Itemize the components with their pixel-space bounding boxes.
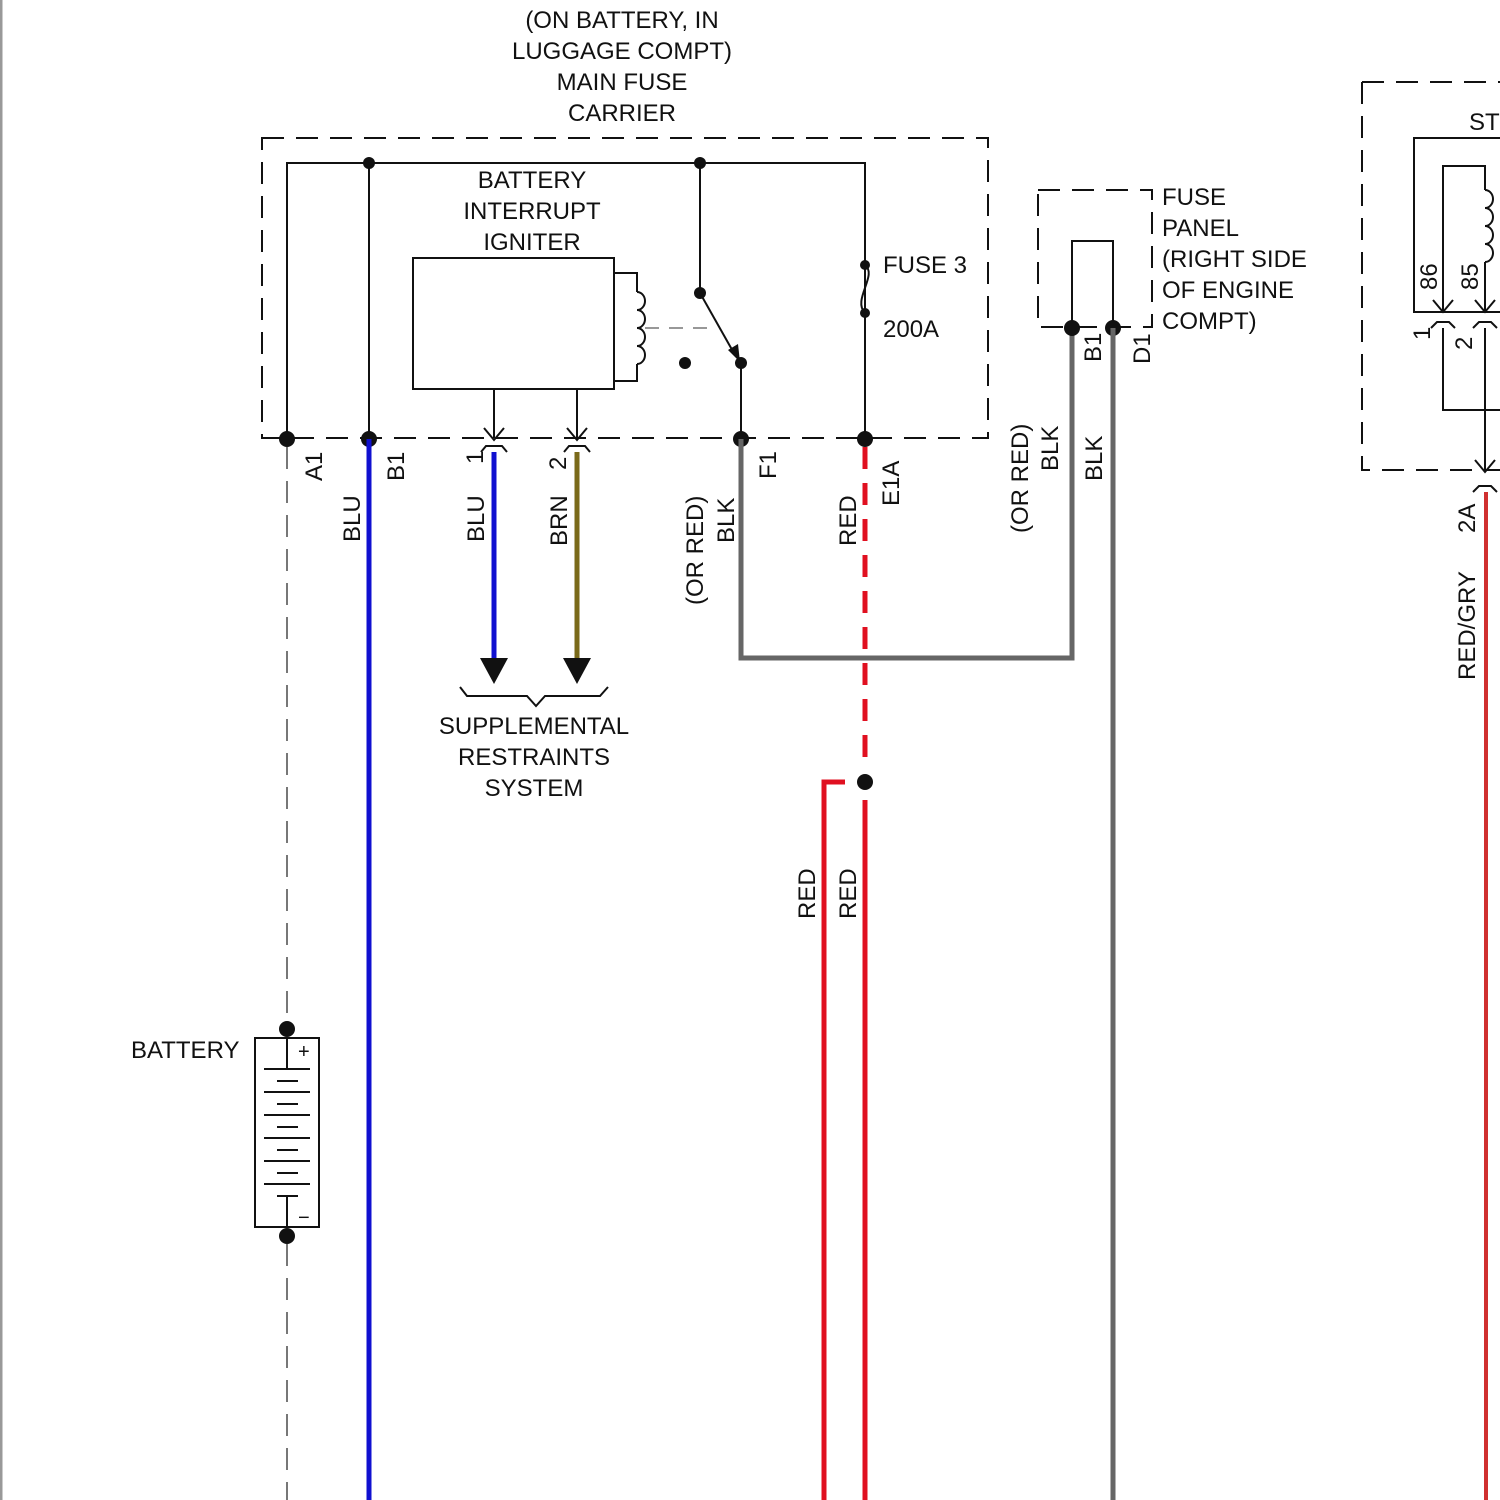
pin-label-d1: D1 xyxy=(1129,333,1156,364)
pin-dot xyxy=(857,431,873,447)
pin-label-a1: A1 xyxy=(301,452,328,481)
wire-label-blk: BLK xyxy=(713,498,740,543)
splice-dot xyxy=(857,774,873,790)
fuse-rating: 200A xyxy=(883,316,939,343)
main-fuse-carrier-boundary xyxy=(262,138,988,438)
title-line: MAIN FUSE xyxy=(557,69,688,96)
connector-arrow-icon xyxy=(1431,300,1497,328)
title-line: (ON BATTERY, IN xyxy=(525,7,718,34)
fuse-panel-jumper xyxy=(1072,241,1113,328)
svg-text:IGNITER: IGNITER xyxy=(483,229,580,256)
srs-label: SUPPLEMENTAL RESTRAINTS SYSTEM xyxy=(439,713,629,802)
svg-text:PANEL: PANEL xyxy=(1162,215,1239,242)
svg-text:COMPT): COMPT) xyxy=(1162,308,1257,335)
fuse-panel-label: FUSE PANEL (RIGHT SIDE OF ENGINE COMPT) xyxy=(1162,184,1307,335)
relay-pin-86: 86 xyxy=(1416,263,1443,290)
svg-text:BATTERY: BATTERY xyxy=(478,167,586,194)
wire-label-blu: BLU xyxy=(339,495,366,542)
arrow-down-icon xyxy=(563,658,591,684)
wire-label-red-gry: RED/GRY xyxy=(1454,571,1481,680)
switch-icon xyxy=(679,287,747,438)
arrow-down-icon xyxy=(480,658,508,684)
igniter-label: BATTERY INTERRUPT IGNITER xyxy=(463,167,601,256)
wire-label-red-right: RED xyxy=(835,868,862,919)
battery-plus: + xyxy=(298,1041,310,1063)
pin-label-b1: B1 xyxy=(1080,333,1107,362)
svg-text:INTERRUPT: INTERRUPT xyxy=(463,198,601,225)
wire-label-blk-d1: BLK xyxy=(1081,436,1108,481)
fuse-panel-boundary xyxy=(1038,190,1152,327)
connector-arrow-icon xyxy=(481,428,590,452)
connector-pin-1: 1 xyxy=(1409,327,1436,340)
wire-label-or-red: (OR RED) xyxy=(682,496,709,605)
main-fuse-carrier-title: (ON BATTERY, IN LUGGAGE COMPT) MAIN FUSE… xyxy=(512,7,732,127)
coil-icon xyxy=(614,273,708,381)
pin-label-1: 1 xyxy=(462,451,489,464)
wire-label-blk: BLK xyxy=(1037,426,1064,471)
pin-label-b1: B1 xyxy=(383,452,410,481)
connector-pin-2: 2 xyxy=(1451,337,1478,350)
wire-label-or-red: (OR RED) xyxy=(1007,424,1034,533)
svg-text:(RIGHT SIDE: (RIGHT SIDE xyxy=(1162,246,1307,273)
battery-label: BATTERY xyxy=(131,1037,239,1064)
igniter-box xyxy=(413,258,614,389)
pin-label-2a: 2A xyxy=(1454,504,1481,533)
wire-label-red-left: RED xyxy=(794,868,821,919)
svg-text:FUSE: FUSE xyxy=(1162,184,1226,211)
junction-dot xyxy=(363,157,375,169)
relay-pin-85: 85 xyxy=(1457,263,1484,290)
fuse-name: FUSE 3 xyxy=(883,252,967,279)
relay-coil-icon xyxy=(1485,190,1493,262)
wire-label-blu-srs: BLU xyxy=(463,495,490,542)
pin-dot xyxy=(1064,320,1080,336)
battery-minus: − xyxy=(298,1207,310,1229)
wire-label-brn: BRN xyxy=(546,495,573,546)
brace-icon xyxy=(460,687,608,706)
pin-dot xyxy=(279,431,295,447)
svg-text:OF ENGINE: OF ENGINE xyxy=(1162,277,1294,304)
svg-text:RESTRAINTS: RESTRAINTS xyxy=(458,744,610,771)
pin-label-f1: F1 xyxy=(755,451,782,479)
title-line: LUGGAGE COMPT) xyxy=(512,38,732,65)
relay-title: ST xyxy=(1469,109,1500,136)
pin-label-e1a: E1A xyxy=(878,461,905,506)
pin-label-2: 2 xyxy=(545,457,572,470)
svg-text:SUPPLEMENTAL: SUPPLEMENTAL xyxy=(439,713,629,740)
fuse-icon xyxy=(860,260,870,318)
wire-label-red: RED xyxy=(835,495,862,546)
title-line: CARRIER xyxy=(568,100,676,127)
svg-text:SYSTEM: SYSTEM xyxy=(485,775,584,802)
